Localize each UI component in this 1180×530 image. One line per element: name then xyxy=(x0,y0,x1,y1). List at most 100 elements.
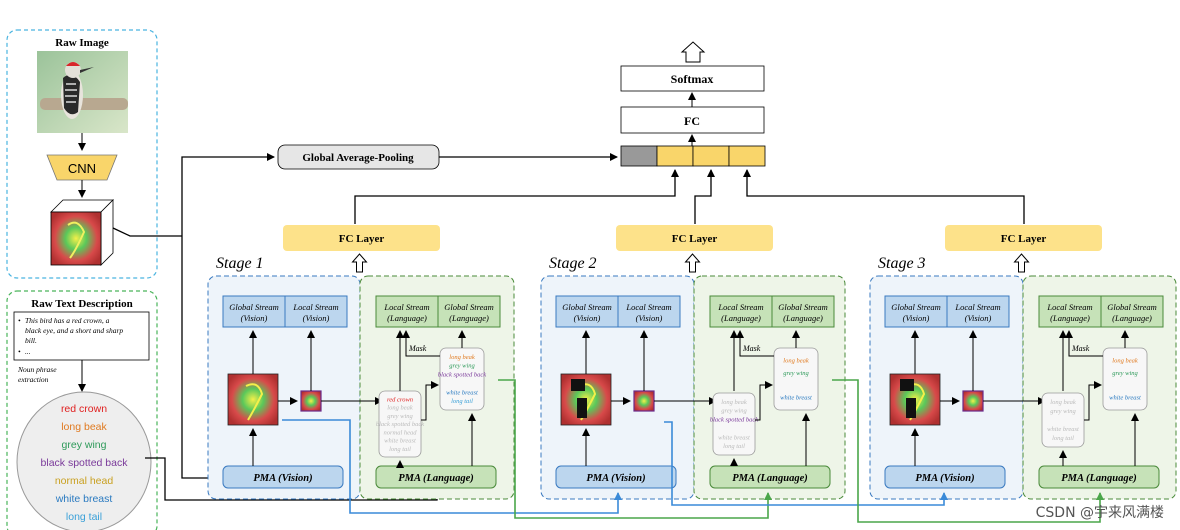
card-phrase: long beak xyxy=(1050,399,1076,406)
local-stream-language xyxy=(709,295,773,328)
card-phrase: white breast xyxy=(446,389,478,396)
global-stream-vision xyxy=(222,295,286,328)
fc-layer-box xyxy=(616,225,773,251)
global-stream-language xyxy=(771,295,835,328)
pma-language-box xyxy=(1038,465,1160,489)
card-phrase: grey wing xyxy=(721,408,747,415)
card-phrase: grey wing xyxy=(783,370,809,377)
svg-text:(Vision): (Vision) xyxy=(241,313,268,323)
card-phrase: normal head xyxy=(383,429,417,436)
card-phrase: white breast xyxy=(780,395,812,402)
watermark: CSDN @宇来风满楼 xyxy=(1036,505,1164,521)
svg-text:(Language): (Language) xyxy=(1112,313,1152,323)
local-stream-vision xyxy=(284,295,348,328)
svg-text:(Vision): (Vision) xyxy=(303,313,330,323)
bullet-line-4: ... xyxy=(25,347,31,356)
card-phrase: long beak xyxy=(721,399,747,406)
card-phrase: long tail xyxy=(389,446,411,453)
card-phrase: long beak xyxy=(1112,357,1138,364)
up-arrow-icon xyxy=(351,253,368,273)
pma-language-label: PMA (Language) xyxy=(398,473,474,484)
fc-layer-label: FC Layer xyxy=(672,233,718,245)
svg-text:(Language): (Language) xyxy=(783,313,823,323)
card-phrase: red crown xyxy=(387,396,413,403)
stage-links xyxy=(282,379,1104,523)
card-phrase: black spotted back xyxy=(438,372,486,379)
stage-title: Stage 1 xyxy=(216,255,264,272)
pma-vision-label: PMA (Vision) xyxy=(915,473,974,484)
svg-text:(Language): (Language) xyxy=(721,313,761,323)
card-phrase: long beak xyxy=(783,357,809,364)
noun-label-1: Noun phrase xyxy=(17,365,57,374)
fc-layer-label: FC Layer xyxy=(339,233,385,245)
svg-text:Local Stream: Local Stream xyxy=(1046,302,1092,312)
svg-text:Global Stream: Global Stream xyxy=(562,302,612,312)
stage-title: Stage 2 xyxy=(549,255,597,272)
pma-language-box xyxy=(375,465,497,489)
local-attention-crop xyxy=(633,390,655,412)
noun-phrase-item: white breast xyxy=(55,493,113,505)
global-stream-language xyxy=(1100,295,1164,328)
bullet-line-3: bill. xyxy=(25,336,37,345)
mask-label: Mask xyxy=(742,344,761,353)
feature-map-cube xyxy=(50,199,114,266)
local-attention-crop xyxy=(300,390,322,412)
local-stream-vision xyxy=(617,295,681,328)
card-phrase: white breast xyxy=(384,438,416,445)
card-phrase: long tail xyxy=(451,398,473,405)
fc-label: FC xyxy=(684,114,700,128)
mask-label: Mask xyxy=(1071,344,1090,353)
card-phrase: white breast xyxy=(1109,395,1141,402)
noun-phrase-ellipse xyxy=(16,391,152,530)
card-phrase: long beak xyxy=(387,405,413,412)
fc-box xyxy=(620,106,765,134)
card-phrase: white breast xyxy=(718,434,750,441)
svg-text:Global Stream: Global Stream xyxy=(1107,302,1157,312)
card-phrase: white breast xyxy=(1047,426,1079,433)
svg-text:(Vision): (Vision) xyxy=(636,313,663,323)
noun-phrase-item: red crown xyxy=(61,403,107,415)
svg-text:Global Stream: Global Stream xyxy=(444,302,494,312)
output-arrow-icon xyxy=(680,41,706,63)
up-arrow-icon xyxy=(1013,253,1030,273)
svg-text:Local Stream: Local Stream xyxy=(625,302,671,312)
svg-text:(Language): (Language) xyxy=(449,313,489,323)
card-phrase: long beak xyxy=(449,354,475,361)
global-stream-vision xyxy=(555,295,619,328)
pma-language-label: PMA (Language) xyxy=(732,473,808,484)
svg-text:Local Stream: Local Stream xyxy=(292,302,338,312)
svg-text:•: • xyxy=(18,347,21,356)
svg-text:(Vision): (Vision) xyxy=(965,313,992,323)
cnn-block: CNN xyxy=(46,154,118,181)
softmax-label: Softmax xyxy=(671,72,714,86)
card-phrase: grey wing xyxy=(1050,408,1076,415)
card-phrase: grey wing xyxy=(387,413,413,420)
pma-vision-box xyxy=(555,465,677,489)
raw-text-title: Raw Text Description xyxy=(31,298,132,310)
svg-text:(Vision): (Vision) xyxy=(903,313,930,323)
noun-phrase-item: long beak xyxy=(61,421,107,433)
local-stream-language xyxy=(375,295,439,328)
noun-phrase-item: black spotted back xyxy=(41,457,129,469)
pma-vision-label: PMA (Vision) xyxy=(253,473,312,484)
svg-text:(Language): (Language) xyxy=(1050,313,1090,323)
svg-text:Global Stream: Global Stream xyxy=(229,302,279,312)
card-phrase: black spotted back xyxy=(376,421,424,428)
concat-feature-vector xyxy=(620,145,766,167)
pma-vision-box xyxy=(222,465,344,489)
pma-language-label: PMA (Language) xyxy=(1061,473,1137,484)
noun-label-2: extraction xyxy=(18,375,49,384)
svg-text:Local Stream: Local Stream xyxy=(717,302,763,312)
stage-title: Stage 3 xyxy=(878,255,926,272)
svg-text:Global Stream: Global Stream xyxy=(778,302,828,312)
svg-text:(Language): (Language) xyxy=(387,313,427,323)
noun-phrase-item: long tail xyxy=(66,511,102,523)
card-phrase: grey wing xyxy=(449,363,475,370)
raw-text-panel: Raw Text Description • This bird has a r… xyxy=(6,290,158,530)
pma-language-box xyxy=(709,465,831,489)
svg-text:•: • xyxy=(18,316,21,325)
